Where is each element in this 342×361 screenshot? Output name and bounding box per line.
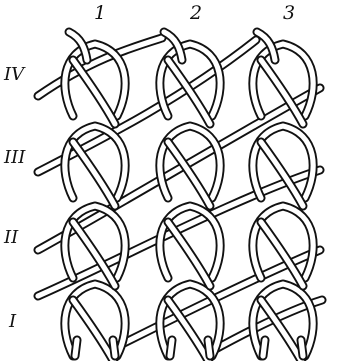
loop-wale-1-course-4 [65,44,125,116]
yarn-tail-right-wale-1 [113,340,115,356]
yarn-tail-right-wale-3 [301,340,303,356]
loop-wale-2-course-2 [160,206,220,278]
yarn-tail-left-wale-3 [263,340,265,356]
row-label-i: I [9,313,16,331]
row-label-ii: II [4,229,18,247]
yarn-tail-left-wale-2 [170,340,172,356]
column-label-1: 1 [94,4,106,23]
row-label-iv: IV [4,66,24,84]
overlap-strand-wale-1-course-4 [73,60,115,124]
column-label-3: 3 [283,4,295,23]
overlap-strand-wale-2-course-2 [168,222,210,286]
column-label-2: 2 [190,4,202,23]
yarn-tail-right-wale-2 [208,340,210,356]
row-label-iii: III [4,149,25,167]
loop-wale-1-course-3 [65,126,125,198]
yarn-tail-left-wale-1 [75,340,77,356]
overlap-strand-wale-1-course-3 [73,142,115,206]
